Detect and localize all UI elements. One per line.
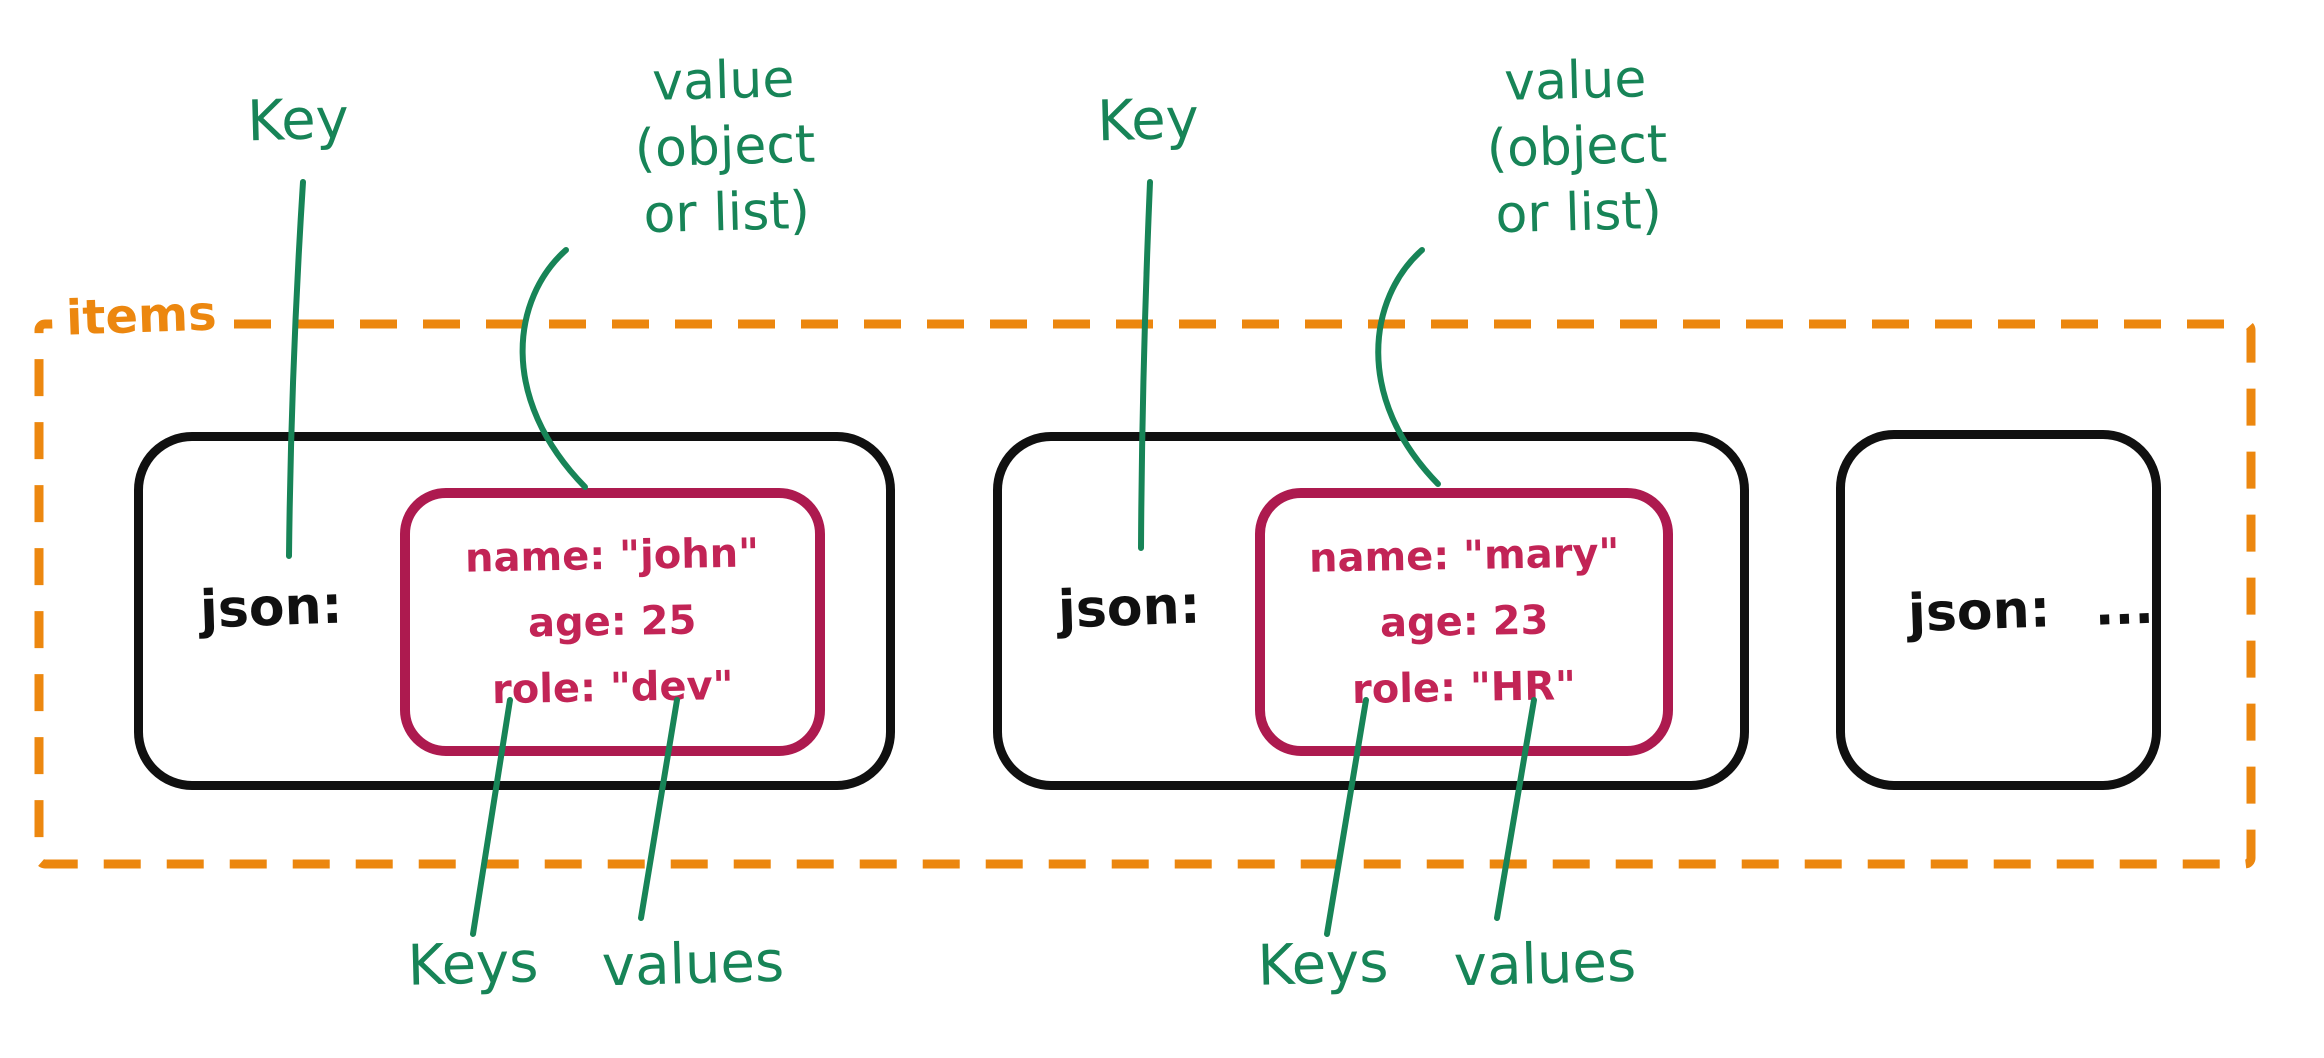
value-annotation-1: value (object or list) (592, 45, 857, 250)
values-annotation-2: values (1453, 929, 1637, 1000)
record-3-key-text: json: (1907, 579, 2052, 645)
record-1-field-role: role: "dev" (491, 662, 734, 714)
record-1-field-name: name: "john" (465, 530, 760, 582)
record-2-field-role: role: "HR" (1351, 663, 1577, 713)
values-annotation-1: values (601, 929, 785, 1000)
record-3-key: json: ... (1907, 576, 2155, 645)
record-3-ellipsis: ... (2093, 575, 2155, 638)
value-annotation-1-line3: or list) (642, 180, 811, 246)
record-1-field-age: age: 25 (527, 597, 698, 647)
keys-annotation-1: Keys (406, 930, 540, 999)
record-1-object-box: name: "john" age: 25 role: "dev" (400, 488, 825, 756)
record-2-key: json: (1056, 575, 1202, 641)
key-annotation-1: Key (246, 86, 350, 155)
value-annotation-2-line3: or list) (1494, 180, 1663, 246)
value-annotation-1-line2: (object (633, 114, 817, 180)
key-annotation-2: Key (1096, 86, 1200, 155)
value-annotation-2: value (object or list) (1444, 45, 1709, 250)
record-2-object-box: name: "mary" age: 23 role: "HR" (1255, 488, 1673, 756)
record-1-key: json: (198, 575, 344, 641)
items-list-label: items (51, 284, 232, 348)
value-annotation-1-line1: value (651, 49, 796, 113)
value-annotation-2-line1: value (1503, 49, 1648, 113)
record-2-field-name: name: "mary" (1308, 530, 1620, 582)
value-annotation-2-line2: (object (1485, 114, 1669, 180)
keys-annotation-2: Keys (1256, 930, 1390, 999)
record-2-field-age: age: 23 (1379, 597, 1549, 647)
